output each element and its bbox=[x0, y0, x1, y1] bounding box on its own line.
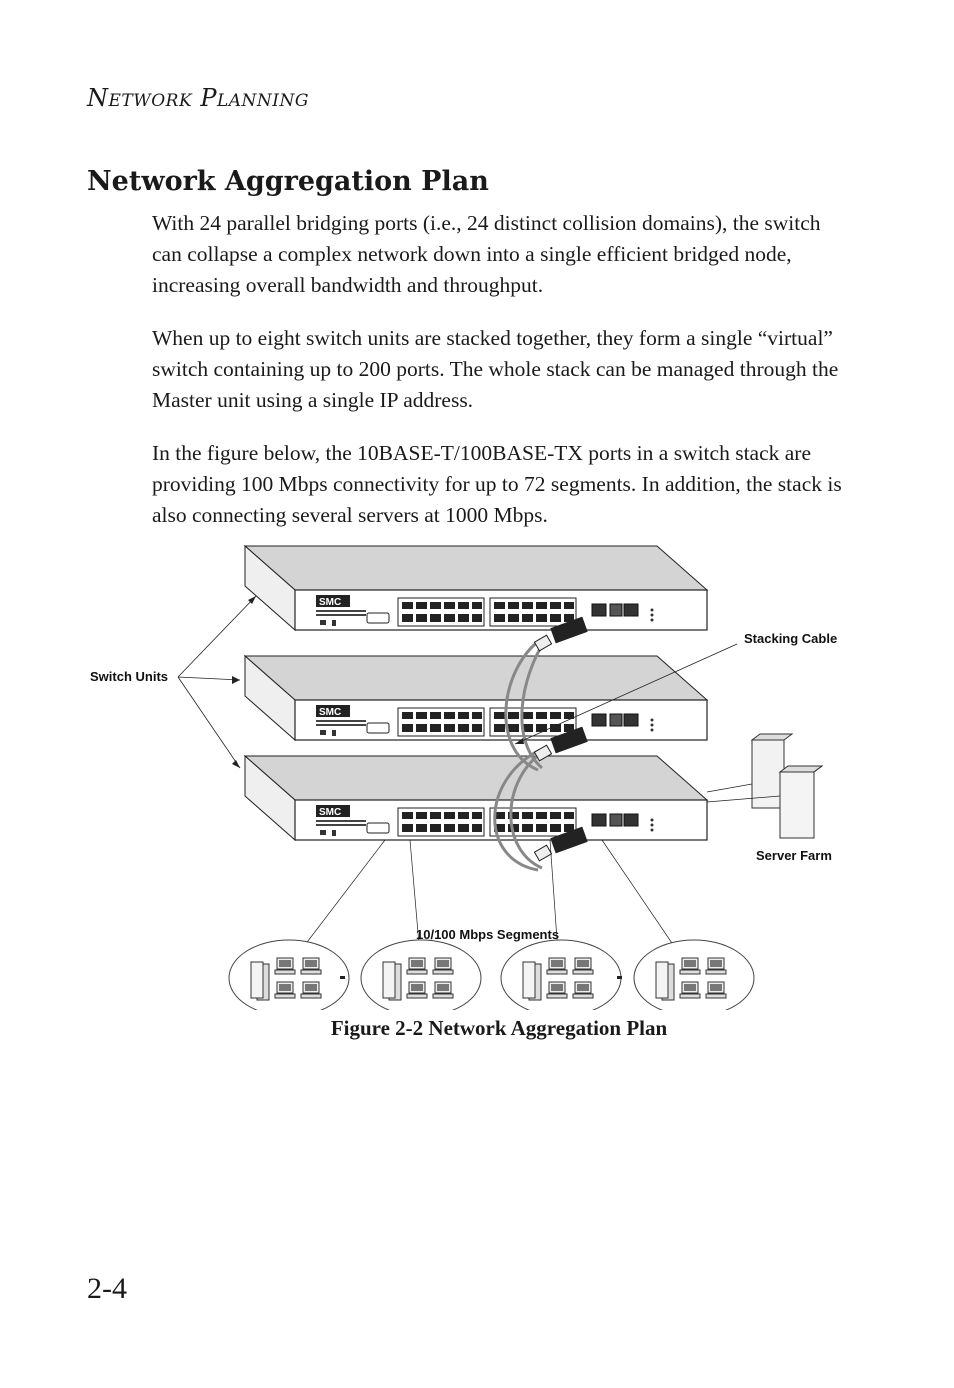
segment-2 bbox=[361, 940, 481, 1010]
segments-label: 10/100 Mbps Segments bbox=[416, 927, 559, 942]
running-head-lanning: LANNING bbox=[216, 91, 309, 111]
server-farm bbox=[750, 733, 824, 839]
figure-caption: Figure 2-2 Network Aggregation Plan bbox=[330, 1016, 668, 1040]
switch-unit-1 bbox=[244, 545, 708, 631]
network-diagram: SMC bbox=[90, 545, 837, 1010]
stacking-cable bbox=[493, 638, 547, 872]
page-number: 2-4 bbox=[87, 1272, 127, 1305]
stacking-cable-label: Stacking Cable bbox=[744, 631, 837, 646]
paragraph-figure-intro: In the figure below, the 10BASE-T/100BAS… bbox=[152, 441, 842, 527]
switch-unit-3 bbox=[244, 755, 708, 841]
running-head-etwork: ETWORK bbox=[108, 91, 193, 111]
server-farm-label: Server Farm bbox=[756, 848, 832, 863]
segment-1 bbox=[229, 940, 349, 1010]
ellipsis-marks bbox=[340, 976, 622, 979]
running-head-cap-p: P bbox=[200, 84, 217, 112]
segment-3 bbox=[501, 940, 621, 1010]
network-aggregation-figure: SMC bbox=[80, 540, 870, 1010]
switch-unit-2 bbox=[244, 655, 708, 741]
running-head-cap-n: N bbox=[87, 84, 109, 112]
paragraph-stacking: When up to eight switch units are stacke… bbox=[152, 326, 839, 412]
stacking-modules bbox=[533, 616, 588, 862]
paragraph-bridging: With 24 parallel bridging ports (i.e., 2… bbox=[152, 211, 821, 297]
section-title: Network Aggregation Plan bbox=[87, 166, 489, 197]
switch-units-label: Switch Units bbox=[90, 669, 168, 684]
running-head: NETWORK PLANNING bbox=[87, 84, 309, 112]
segment-4 bbox=[634, 940, 754, 1010]
